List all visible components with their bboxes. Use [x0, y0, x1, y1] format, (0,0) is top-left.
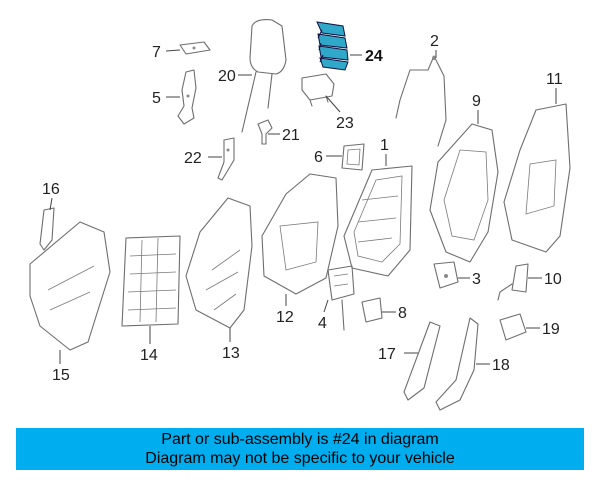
banner-line-2: Diagram may not be specific to your vehi…	[145, 450, 455, 467]
part-1[interactable]	[343, 165, 413, 277]
seat-parts-diagram: 24 7 5 20 23 21 22 6	[29, 19, 571, 411]
callout-24: 24	[365, 48, 383, 65]
leader-23	[325, 95, 341, 113]
part-23[interactable]	[301, 73, 335, 107]
callout-12: 12	[276, 309, 294, 326]
part-12[interactable]	[261, 173, 339, 295]
callout-7: 7	[152, 44, 161, 61]
part-18[interactable]	[435, 317, 479, 411]
callout-8: 8	[398, 305, 407, 322]
callout-14: 14	[140, 347, 158, 364]
callout-13: 13	[222, 345, 240, 362]
callout-16: 16	[42, 181, 60, 198]
part-5[interactable]	[177, 69, 197, 125]
callout-17: 17	[378, 346, 396, 363]
callout-11: 11	[546, 71, 563, 88]
callout-22: 22	[184, 150, 202, 167]
banner-line-1: Part or sub-assembly is #24 in diagram	[161, 431, 439, 448]
part-8[interactable]	[361, 297, 383, 323]
callout-9: 9	[472, 93, 481, 110]
callout-6: 6	[314, 149, 323, 166]
callout-21: 21	[282, 127, 300, 144]
callout-20: 20	[218, 68, 236, 85]
leader-4	[323, 299, 329, 313]
part-13[interactable]	[185, 197, 253, 329]
callout-15: 15	[52, 367, 70, 384]
part-22[interactable]	[217, 137, 235, 181]
leader-7	[165, 49, 181, 52]
part-3[interactable]	[433, 261, 459, 289]
info-banner: Part or sub-assembly is #24 in diagram D…	[16, 428, 584, 470]
callout-23: 23	[336, 115, 354, 132]
part-16[interactable]	[39, 207, 55, 251]
part-7[interactable]	[179, 41, 211, 55]
callout-2: 2	[430, 33, 439, 50]
callout-3: 3	[472, 271, 481, 288]
callout-18: 18	[492, 357, 510, 374]
callout-5: 5	[152, 90, 161, 107]
part-9[interactable]	[429, 123, 499, 263]
part-14[interactable]	[121, 235, 181, 327]
part-10[interactable]	[497, 263, 529, 301]
part-20[interactable]	[241, 19, 287, 133]
part-6[interactable]	[341, 143, 365, 171]
callout-19: 19	[542, 321, 560, 338]
part-19[interactable]	[499, 313, 527, 341]
callout-10: 10	[544, 271, 562, 288]
part-2[interactable]	[395, 55, 447, 147]
part-11[interactable]	[503, 103, 571, 253]
part-4[interactable]	[327, 265, 355, 331]
part-24-highlighted[interactable]	[316, 21, 349, 71]
callout-1: 1	[380, 137, 389, 154]
part-21[interactable]	[257, 119, 273, 145]
leader-16	[49, 197, 53, 211]
callout-4: 4	[318, 315, 327, 332]
part-15[interactable]	[29, 221, 111, 351]
part-17[interactable]	[403, 321, 441, 401]
